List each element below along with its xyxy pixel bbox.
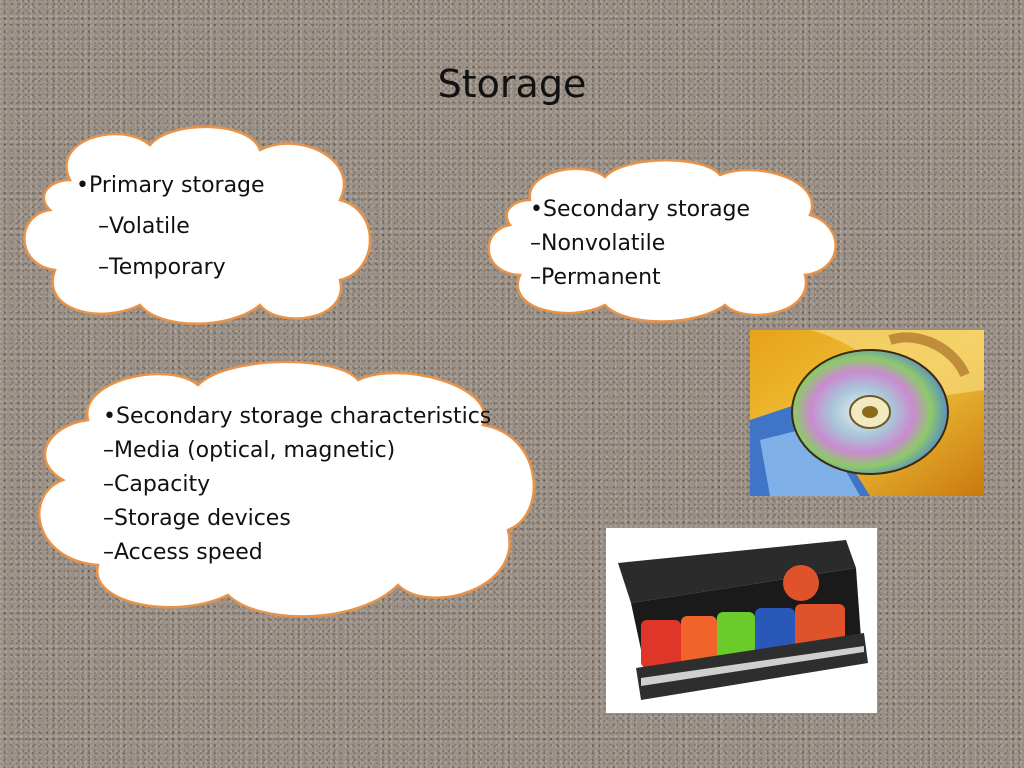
- media-box-illustration: [606, 528, 877, 713]
- characteristics-heading: •Secondary storage characteristics: [103, 404, 492, 429]
- list-item: –Media (optical, magnetic): [103, 438, 396, 463]
- primary-storage-heading: •Primary storage: [76, 173, 265, 198]
- cloud-shape: [23, 125, 372, 325]
- secondary-storage-cloud: •Secondary storage –Nonvolatile –Permane…: [475, 155, 845, 325]
- storage-characteristics-cloud: •Secondary storage characteristics –Medi…: [18, 355, 548, 625]
- list-item: –Temporary: [98, 255, 226, 280]
- primary-storage-cloud: •Primary storage –Volatile –Temporary: [10, 120, 380, 330]
- list-item: –Nonvolatile: [530, 231, 666, 256]
- secondary-storage-heading: •Secondary storage: [530, 197, 751, 222]
- list-item: –Capacity: [103, 472, 211, 497]
- list-item: –Permanent: [530, 265, 661, 290]
- cloud-shape: [38, 360, 536, 618]
- cd-illustration: [750, 330, 984, 496]
- list-item: –Volatile: [98, 214, 190, 239]
- slide-title: Storage: [437, 62, 587, 106]
- list-item: –Storage devices: [103, 506, 291, 531]
- disk-storage-box-photo: [606, 528, 877, 713]
- list-item: –Access speed: [103, 540, 263, 565]
- optical-disc-photo: [750, 330, 984, 496]
- cloud-shape: [487, 159, 837, 323]
